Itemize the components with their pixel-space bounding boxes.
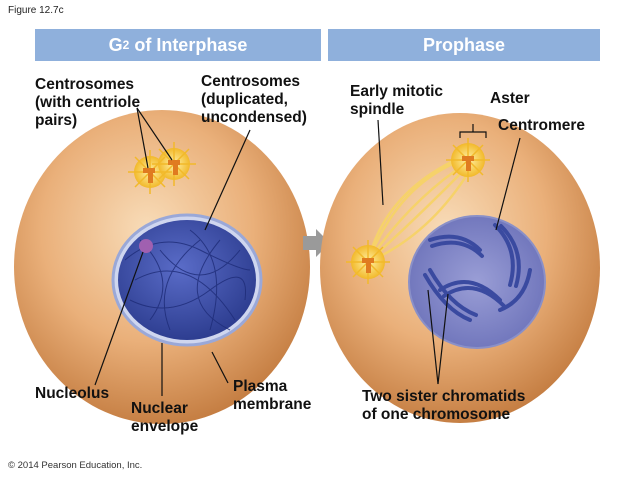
transition-arrow (303, 229, 330, 257)
label-sister-chromatids: Two sister chromatids of one chromosome (362, 388, 526, 423)
leader-lines (94, 107, 521, 396)
label-nucleolus: Nucleolus (35, 385, 110, 402)
aster-top (446, 138, 490, 182)
aster-left (346, 240, 390, 284)
figure-label: Figure 12.7c (8, 5, 64, 16)
label-centrosomes-duplicated: Centrosomes (duplicated, uncondensed) (201, 73, 307, 126)
g2-title-sub: 2 (122, 38, 130, 52)
label-early-spindle: Early mitotic spindle (350, 83, 444, 118)
label-centromere: Centromere (498, 117, 585, 134)
label-nuclear-envelope: Nuclear envelope (131, 400, 199, 435)
g2-centrosomes (128, 142, 196, 194)
prophase-banner: Prophase (328, 29, 600, 61)
copyright-notice: © 2014 Pearson Education, Inc. (8, 460, 143, 471)
label-centrosomes-centriole: Centrosomes (with centriole pairs) (35, 76, 141, 129)
nucleolus-shape (139, 239, 153, 253)
label-plasma-membrane: Plasma membrane (233, 378, 312, 413)
g2-title-main: G (108, 34, 123, 55)
label-aster: Aster (490, 90, 530, 107)
condensed-chromosomes (423, 223, 532, 322)
g2-title-rest: of Interphase (129, 34, 248, 55)
g2-nucleus (118, 220, 256, 340)
